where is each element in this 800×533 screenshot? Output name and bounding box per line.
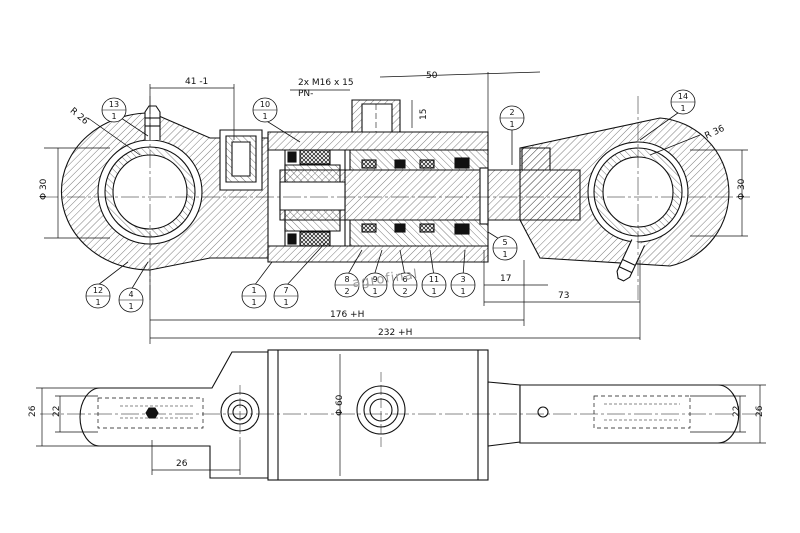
svg-text:13: 13 <box>109 100 119 109</box>
dim-176: 176 +H <box>330 310 364 320</box>
dim-port-15: 15 <box>419 109 429 120</box>
dim-dia-60: Φ 60 <box>335 394 345 416</box>
svg-text:7: 7 <box>283 286 288 295</box>
svg-text:1: 1 <box>251 286 256 295</box>
svg-text:9: 9 <box>372 275 377 284</box>
svg-text:1: 1 <box>283 298 288 307</box>
dim-top-left-22: 22 <box>52 406 62 417</box>
svg-text:12: 12 <box>93 286 103 295</box>
dim-radius-left: R 26 <box>68 106 90 127</box>
dim-232: 232 +H <box>378 328 412 338</box>
balloons <box>97 109 683 291</box>
balloon: 101 <box>252 97 278 123</box>
balloon: 82 <box>334 272 360 298</box>
svg-text:1: 1 <box>128 302 133 311</box>
section-view <box>40 96 750 300</box>
top-view <box>40 349 760 481</box>
top-view-dimensions <box>36 354 766 476</box>
balloon: 141 <box>670 89 696 115</box>
cylinder-tube-top <box>267 131 489 151</box>
svg-text:1: 1 <box>95 298 100 307</box>
svg-text:1: 1 <box>502 250 507 259</box>
section-dimensions <box>44 71 748 344</box>
svg-text:3: 3 <box>460 275 465 284</box>
svg-text:2: 2 <box>509 108 514 117</box>
dim-73: 73 <box>558 291 569 301</box>
piston-seal-top <box>299 149 331 165</box>
svg-text:1: 1 <box>680 104 685 113</box>
balloon: 121 <box>85 283 111 309</box>
svg-text:1: 1 <box>431 287 436 296</box>
balloon: 131 <box>101 97 127 123</box>
balloon: 51 <box>492 235 518 261</box>
svg-text:1: 1 <box>460 287 465 296</box>
svg-text:1: 1 <box>509 120 514 129</box>
grease-nipple-left-icon <box>144 105 161 140</box>
svg-text:4: 4 <box>128 290 133 299</box>
balloon: 41 <box>118 287 144 313</box>
svg-text:8: 8 <box>344 275 349 284</box>
cylinder-tube-bottom <box>267 245 489 263</box>
dim-thread-spec: 2x M16 x 15 <box>298 78 354 88</box>
grease-nipple-right-icon <box>616 239 646 282</box>
balloon: 71 <box>273 283 299 309</box>
dim-top-50: 50 <box>426 71 438 81</box>
balloon: 91 <box>362 272 388 298</box>
balloon: 31 <box>450 272 476 298</box>
svg-text:2: 2 <box>344 287 349 296</box>
dim-offset-top: 41 -1 <box>185 77 208 87</box>
svg-text:1: 1 <box>111 112 116 121</box>
piston-seal-bottom <box>299 231 331 247</box>
rod-pin-hole <box>537 406 549 418</box>
svg-text:1: 1 <box>262 112 267 121</box>
dim-dia-left: Φ 30 <box>39 178 49 200</box>
left-clevis-body <box>79 351 269 479</box>
svg-text:1: 1 <box>251 298 256 307</box>
dim-top-right-22: 22 <box>732 406 742 417</box>
balloon: 62 <box>392 272 418 298</box>
dim-top-right-26: 26 <box>755 405 765 417</box>
dim-thread-note: PN- <box>298 89 313 99</box>
svg-text:6: 6 <box>402 275 407 284</box>
dim-17: 17 <box>500 274 511 284</box>
svg-text:2: 2 <box>402 287 407 296</box>
dim-top-left-26: 26 <box>28 405 38 417</box>
hex-nut-icon <box>145 407 159 419</box>
svg-text:1: 1 <box>372 287 377 296</box>
balloon: 111 <box>421 272 447 298</box>
balloon: 21 <box>499 105 525 131</box>
svg-text:10: 10 <box>260 100 270 109</box>
dim-bottom-26: 26 <box>176 459 188 469</box>
dim-radius-right: R 36 <box>703 124 726 142</box>
svg-text:5: 5 <box>502 238 507 247</box>
balloon: 11 <box>241 283 267 309</box>
svg-text:14: 14 <box>678 92 688 101</box>
svg-text:11: 11 <box>429 275 439 284</box>
dim-dia-right: Φ 30 <box>737 178 747 200</box>
